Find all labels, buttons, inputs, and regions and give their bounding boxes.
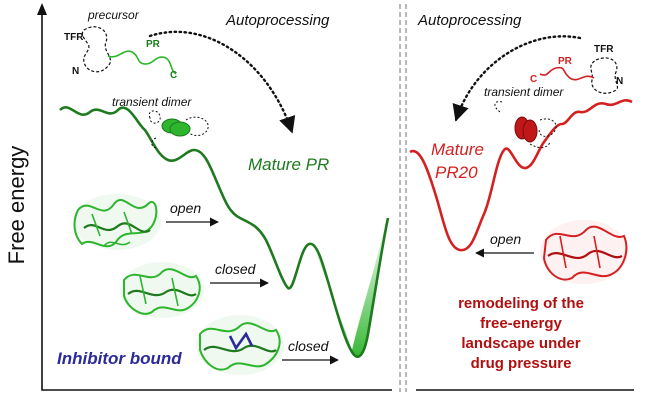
left-energy-curve — [59, 106, 390, 358]
c-terminus-label-right: C — [530, 74, 537, 85]
n-terminus-label-right: N — [616, 76, 623, 87]
pr-chain-left — [107, 50, 177, 75]
mature-pr-label: Mature PR — [248, 155, 329, 174]
tfr-label-right: TFR — [594, 44, 614, 55]
tfr-label-left: TFR — [64, 32, 84, 43]
transient-dimer-glyph-right — [494, 101, 557, 149]
pr-label-left: PR — [146, 39, 161, 50]
transient-dimer-label-right: transient dimer — [484, 85, 564, 99]
autoprocessing-arrow-right — [452, 35, 582, 122]
remodel-line-1: remodeling of the — [458, 295, 584, 312]
axis-frame — [37, 3, 634, 392]
tfr-domain-right — [590, 57, 619, 94]
inhibitor-well-shading — [316, 218, 388, 356]
remodel-line-4: drug pressure — [471, 355, 572, 372]
open-label-right: open — [490, 231, 521, 247]
transient-dimer-glyph-left — [148, 110, 209, 149]
mature-pr20-label-line2: PR20 — [435, 163, 478, 182]
mature-pr20-label-line1: Mature — [431, 140, 484, 159]
remodeling-caption: remodeling of the free-energy landscape … — [458, 295, 584, 372]
y-axis-arrowhead — [37, 3, 47, 15]
y-axis-label: Free energy — [4, 146, 29, 265]
autoprocessing-label-left: Autoprocessing — [225, 12, 330, 29]
inhibitor-molecule — [228, 331, 254, 351]
left-axis-line — [41, 12, 392, 391]
closed-label-2: closed — [288, 338, 330, 354]
inhibitor-bound-label: Inhibitor bound — [57, 349, 182, 368]
n-terminus-label-left: N — [72, 66, 79, 77]
protein-closed-1 — [120, 262, 204, 318]
pr-chain-right — [539, 66, 595, 81]
protein-inhibitor-bound — [196, 315, 284, 375]
remodel-line-2: free-energy — [480, 315, 562, 332]
tfr-domain-left — [81, 26, 112, 73]
autoprocessing-label-right: Autoprocessing — [417, 12, 522, 29]
open-label-left: open — [170, 200, 201, 216]
remodel-line-3: landscape under — [461, 335, 580, 352]
autoprocessing-arrow-left — [148, 30, 296, 134]
protein-open-left — [73, 194, 161, 250]
c-terminus-label-left: C — [170, 70, 177, 81]
closed-label-1: closed — [215, 261, 257, 277]
pr-label-right: PR — [558, 56, 573, 67]
transient-dimer-label-left: transient dimer — [112, 95, 192, 109]
protein-open-right — [540, 220, 628, 284]
right-energy-curve — [409, 99, 633, 252]
precursor-label: precursor — [87, 8, 140, 22]
